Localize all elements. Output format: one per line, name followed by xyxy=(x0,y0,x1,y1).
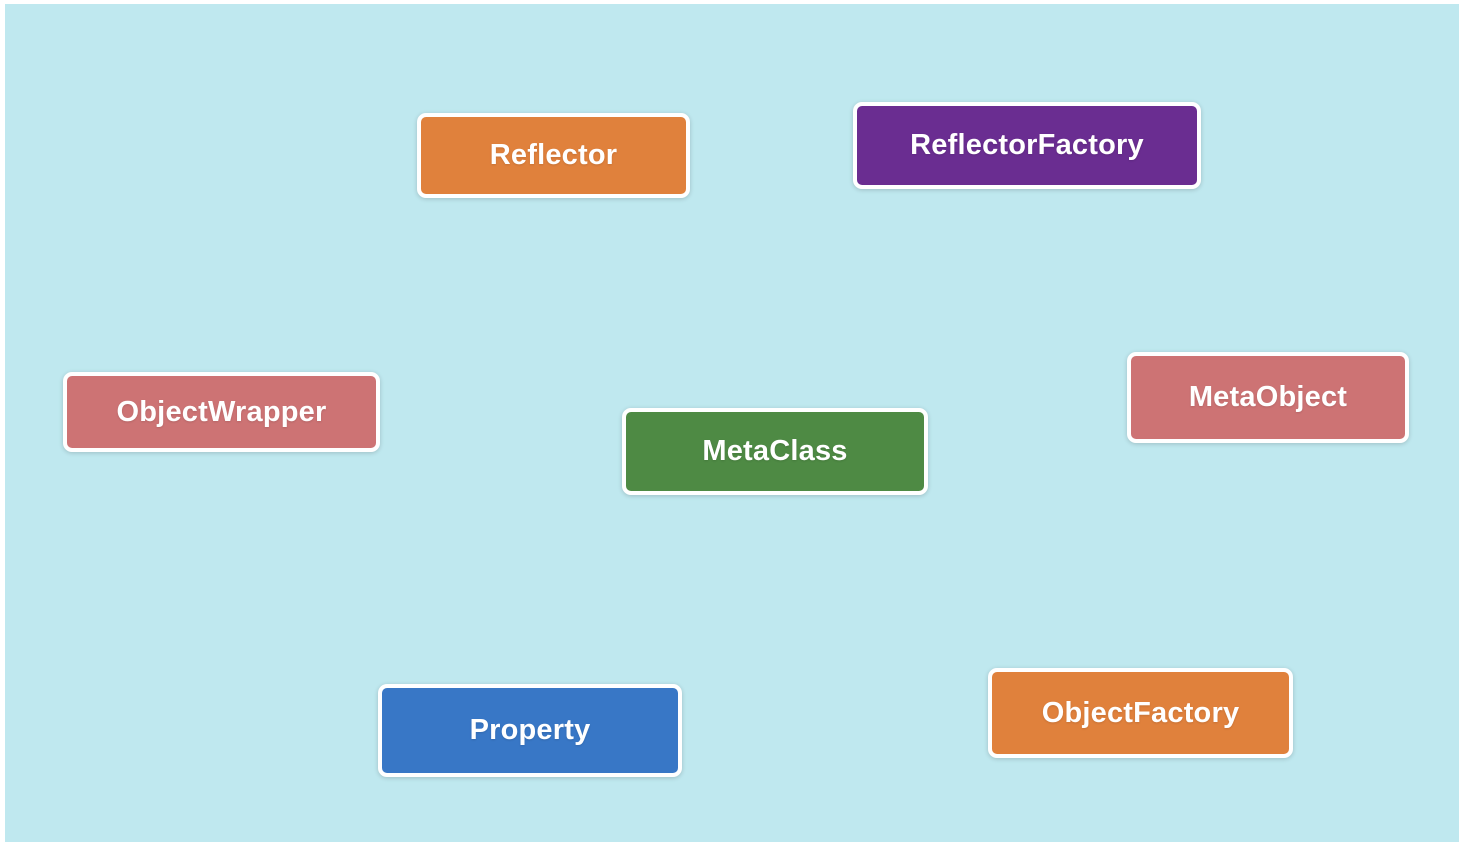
node-property[interactable]: Property xyxy=(378,684,682,777)
node-label: Reflector xyxy=(489,139,618,171)
node-label: MetaObject xyxy=(1188,381,1348,413)
node-label: Property xyxy=(469,714,591,746)
node-object-wrapper[interactable]: ObjectWrapper xyxy=(63,372,380,452)
node-label: ReflectorFactory xyxy=(910,129,1144,161)
node-object-factory[interactable]: ObjectFactory xyxy=(988,668,1293,758)
node-reflector-factory[interactable]: ReflectorFactory xyxy=(853,102,1201,189)
node-meta-object[interactable]: MetaObject xyxy=(1127,352,1409,443)
node-meta-class[interactable]: MetaClass xyxy=(622,408,928,495)
node-reflector[interactable]: Reflector xyxy=(417,113,690,198)
node-label: ObjectWrapper xyxy=(116,395,327,428)
node-label: MetaClass xyxy=(702,435,848,467)
node-label: ObjectFactory xyxy=(1041,696,1240,729)
